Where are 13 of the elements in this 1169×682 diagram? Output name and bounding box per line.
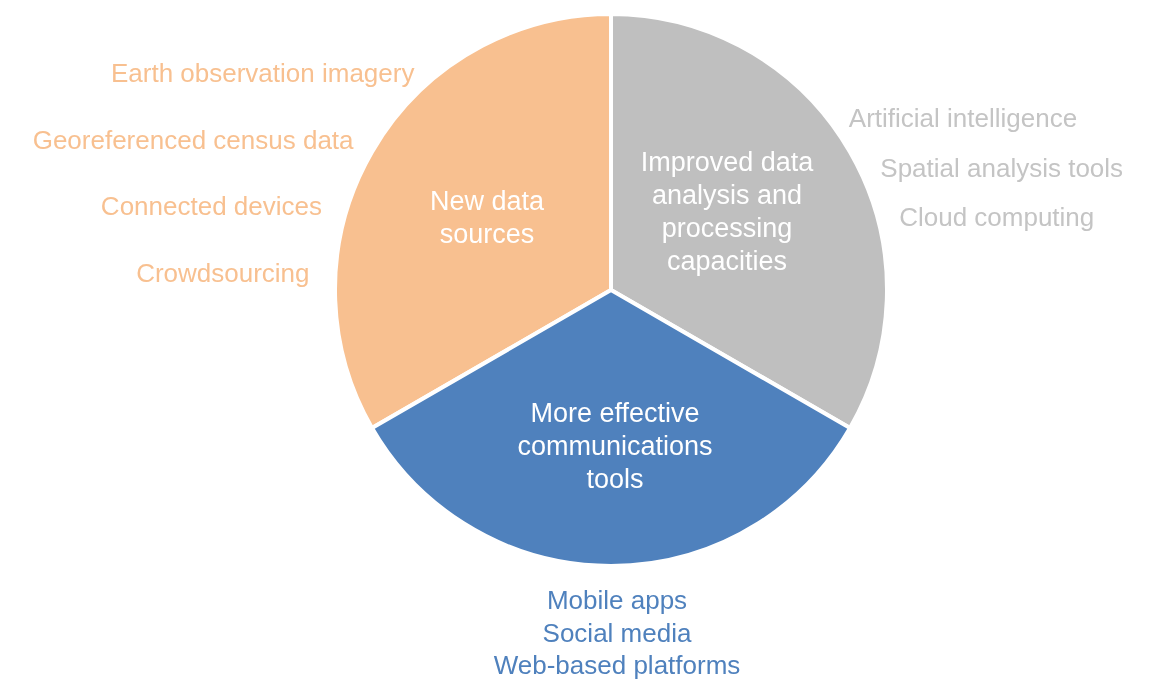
list-item: Cloud computing — [899, 202, 1095, 232]
list-item: Connected devices — [100, 191, 322, 222]
list-item: Mobile apps — [546, 585, 688, 615]
list-item: Artificial intelligence — [848, 103, 1078, 133]
list-item: Crowdsourcing — [136, 258, 310, 288]
segment-label: More effective communications tools — [516, 396, 714, 496]
list-item: Social media — [542, 617, 692, 648]
list-item: Earth observation imagery — [110, 58, 415, 88]
list-item: Spatial analysis tools — [880, 152, 1124, 183]
segment-label: New data sources — [428, 185, 546, 251]
list-item: Georeferenced census data — [32, 124, 354, 155]
segment-label: Improved data analysis and processing capacities — [639, 146, 815, 278]
list-item: Web-based platforms — [493, 650, 741, 680]
